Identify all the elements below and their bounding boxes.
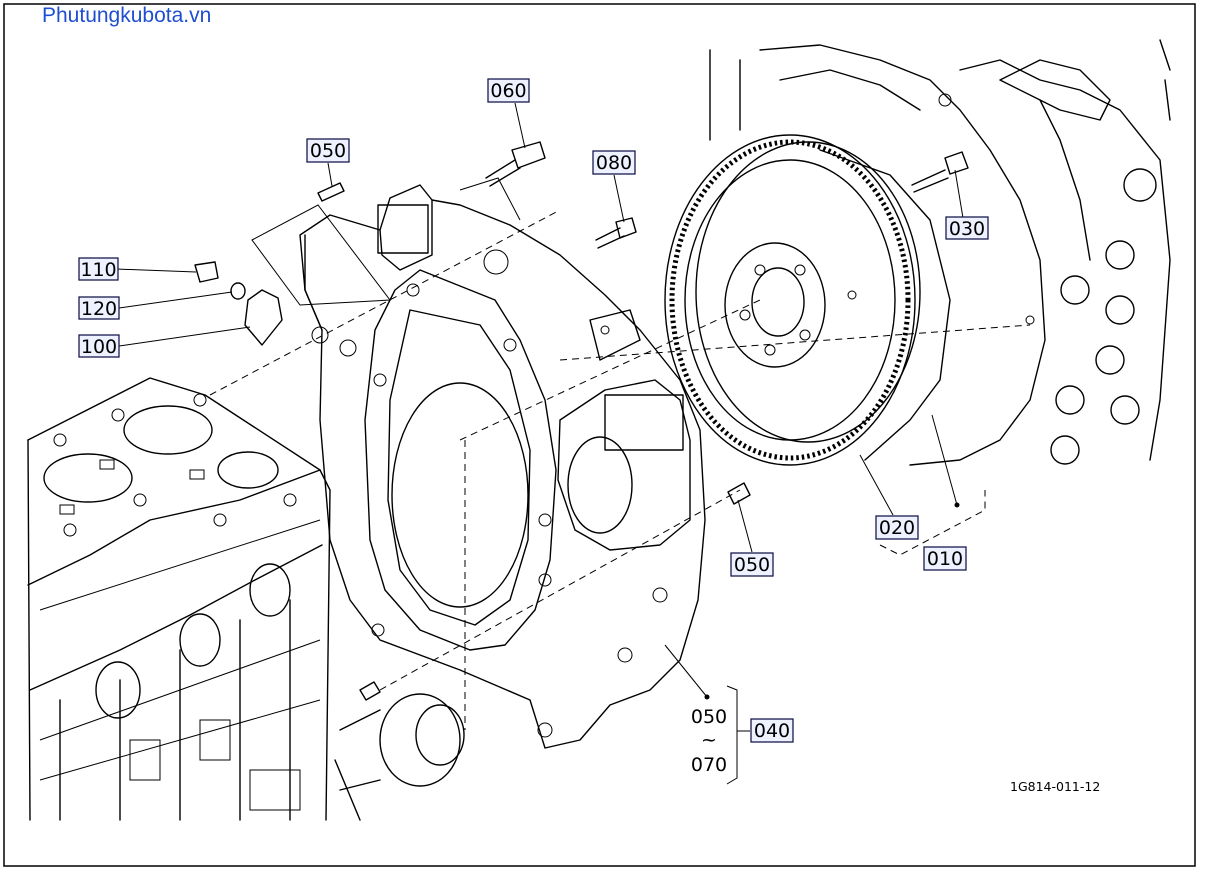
svg-text:100: 100 — [81, 336, 117, 358]
svg-text:030: 030 — [949, 218, 985, 240]
flywheel-drawing — [664, 134, 951, 466]
part-labels: 060 050 080 110 120 100 030 020 — [78, 78, 989, 743]
svg-text:020: 020 — [879, 517, 915, 539]
drawing-frame — [3, 3, 1196, 867]
range-to: 070 — [691, 754, 727, 776]
part-label-050-mid[interactable]: 050 — [730, 552, 774, 577]
part-label-040[interactable]: 040 — [750, 718, 794, 743]
svg-text:120: 120 — [81, 298, 117, 320]
part-label-100[interactable]: 100 — [78, 334, 120, 358]
part-label-060[interactable]: 060 — [487, 78, 530, 103]
transmission-housing-drawing — [709, 39, 1171, 466]
svg-text:010: 010 — [927, 548, 963, 570]
flywheel-housing-drawing — [299, 184, 706, 749]
part-label-030[interactable]: 030 — [945, 216, 989, 240]
svg-text:060: 060 — [490, 80, 526, 102]
svg-text:050: 050 — [310, 140, 346, 162]
part-label-050-top[interactable]: 050 — [306, 138, 350, 163]
svg-text:080: 080 — [596, 152, 632, 174]
watermark: Phutungkubota.vn — [42, 4, 211, 27]
engine-block-drawing — [27, 377, 465, 821]
part-label-020[interactable]: 020 — [875, 515, 919, 540]
part-label-080[interactable]: 080 — [592, 150, 636, 175]
part-label-120[interactable]: 120 — [78, 296, 120, 320]
leader-lines — [115, 102, 964, 785]
svg-text:050: 050 — [734, 554, 770, 576]
svg-text:040: 040 — [754, 720, 790, 742]
range-from: 050 — [691, 706, 727, 728]
range-separator: ~ — [701, 729, 717, 751]
svg-text:110: 110 — [80, 259, 116, 281]
drawing-reference: 1G814-011-12 — [1010, 779, 1100, 794]
part-label-010[interactable]: 010 — [923, 546, 967, 571]
small-parts-drawing — [194, 141, 969, 701]
assembly-lines — [209, 177, 1031, 730]
part-label-110[interactable]: 110 — [78, 257, 119, 281]
